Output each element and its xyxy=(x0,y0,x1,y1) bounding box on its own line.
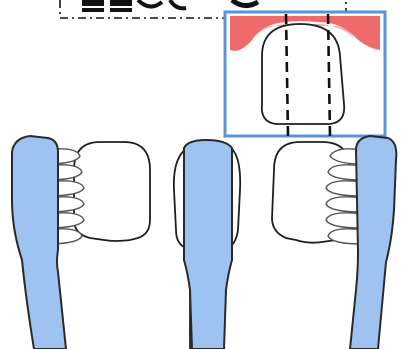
caption-glyph-3 xyxy=(138,0,162,7)
closeup-inset xyxy=(225,12,385,136)
right-brush-handle xyxy=(350,136,396,349)
center-brush-group xyxy=(174,140,240,349)
caption-glyph-1b xyxy=(82,8,104,12)
center-brush-handle xyxy=(184,140,232,349)
left-tooth xyxy=(74,142,150,241)
caption-glyph-4 xyxy=(170,0,186,8)
left-brush-handle xyxy=(12,136,66,349)
caption-glyph-2 xyxy=(110,0,132,6)
left-brush-group xyxy=(12,136,150,349)
caption-glyph-1 xyxy=(82,0,104,6)
closeup-tooth xyxy=(262,24,344,124)
caption-glyphs-cropped xyxy=(82,0,258,12)
caption-glyph-5 xyxy=(232,0,258,6)
caption-glyph-2b xyxy=(110,8,132,12)
right-brush-group xyxy=(272,136,396,349)
